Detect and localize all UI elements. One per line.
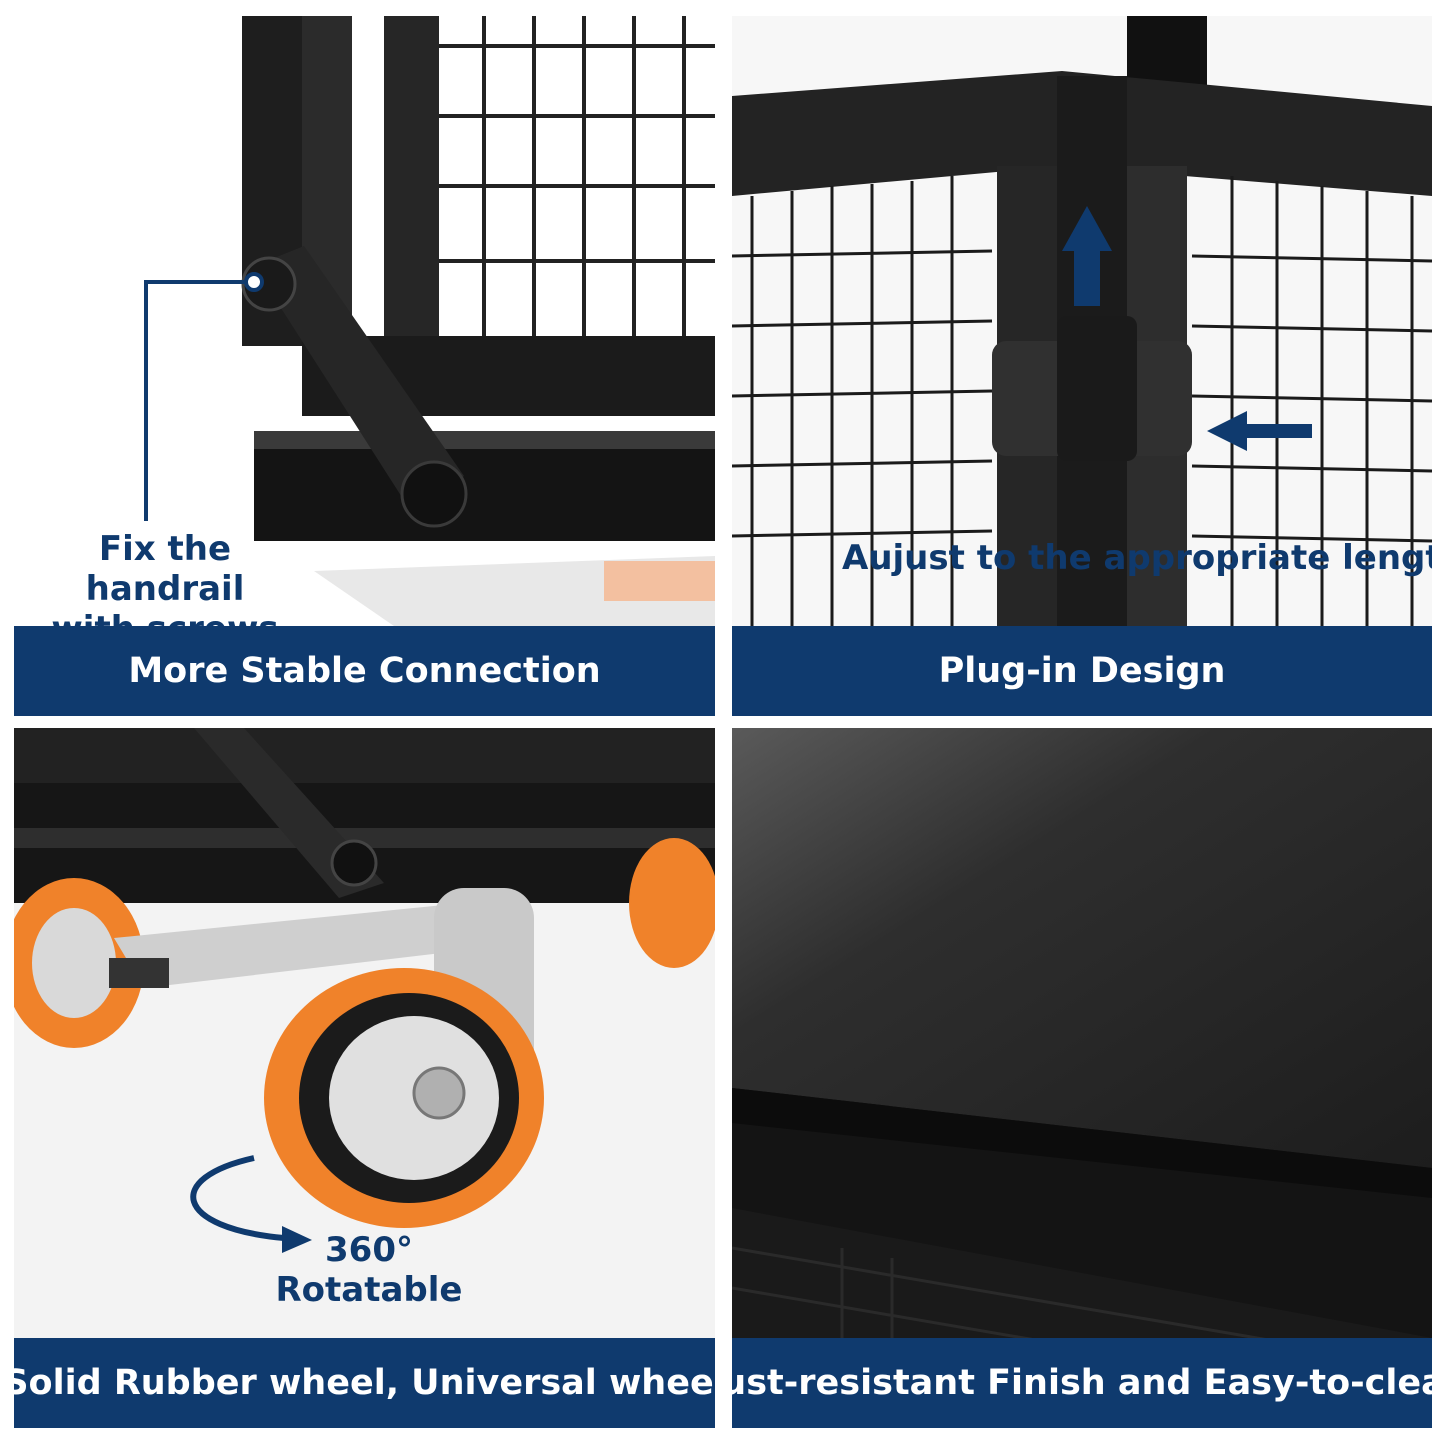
plug-in-joint-photo: [732, 16, 1432, 626]
shelf-finish-photo: [732, 728, 1432, 1410]
banner-rust-resistant: Rust-resistant Finish and Easy-to-clean: [732, 1338, 1432, 1428]
banner-solid-rubber-wheel: Solid Rubber wheel, Universal wheel: [14, 1338, 715, 1428]
banner-label: More Stable Connection: [128, 651, 601, 691]
rotation-caption: 360° Rotatable: [269, 1230, 469, 1310]
panel-universal-wheel: 360° Rotatable Solid Rubber wheel, Unive…: [14, 728, 715, 1428]
caster-wheel-photo: [14, 728, 715, 1253]
rotation-caption-line1: 360°: [325, 1230, 413, 1270]
banner-label: Rust-resistant Finish and Easy-to-clean: [732, 1363, 1432, 1403]
rotation-caption-line2: Rotatable: [275, 1270, 463, 1310]
banner-label: Solid Rubber wheel, Universal wheel: [14, 1363, 715, 1403]
adjust-caption: Aujust to the appropriate length: [842, 538, 1432, 578]
banner-more-stable-connection: More Stable Connection: [14, 626, 715, 716]
panel-rust-resistant: Rust-resistant Finish and Easy-to-clean: [732, 728, 1432, 1428]
handrail-screw-photo: [144, 16, 715, 626]
banner-label: Plug-in Design: [938, 651, 1226, 691]
panel-stable-connection: Fix the handrail with screws More Stable…: [14, 16, 715, 716]
panel-plug-in-design: Aujust to the appropriate length Plug-in…: [732, 16, 1432, 716]
screw-caption-line1: Fix the handrail: [85, 529, 245, 609]
banner-plug-in-design: Plug-in Design: [732, 626, 1432, 716]
